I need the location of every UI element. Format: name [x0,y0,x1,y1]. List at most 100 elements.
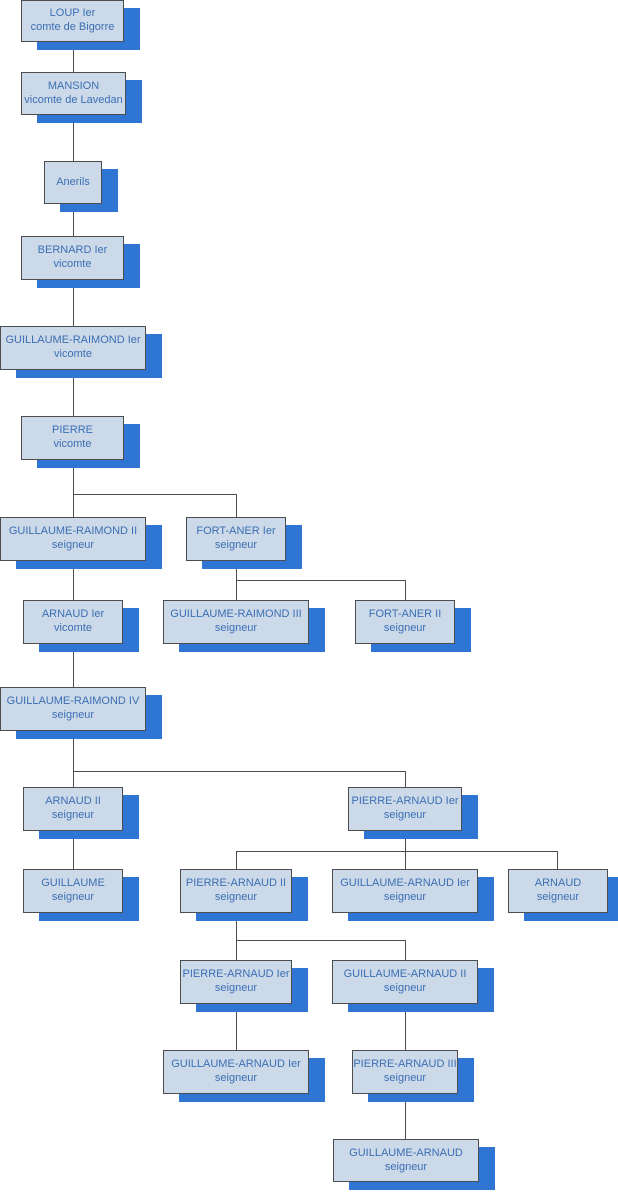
node-name: MANSION [47,79,100,92]
connector-bernard1-to-gr1 [73,280,74,326]
node-title: seigneur [214,622,258,634]
node-name: GUILLAUME-RAIMOND IV [6,695,140,708]
node-title: seigneur [51,539,95,551]
node-title: vicomte de Lavedan [24,93,123,106]
connector-anerils-to-bernard1 [73,204,74,236]
node-title: seigneur [214,891,258,903]
connector-pa2-fork-stem [236,913,237,940]
connector-gr4-fork-stem [73,731,74,771]
connector-pa2-to-pa1b [236,940,237,960]
connector-loup1-to-mansion [73,42,74,72]
node-name: PIERRE-ARNAUD Ier [351,795,459,808]
node-name: GUILLAUME-ARNAUD [349,1146,463,1159]
connector-pa1-to-ga1 [405,851,406,869]
connector-gr4-to-pa1 [405,771,406,787]
node-title: seigneur [383,891,427,903]
node-name: ARNAUD [534,877,582,890]
node-name: PIERRE-ARNAUD III [353,1058,457,1071]
node-title: vicomte [54,348,92,360]
node-title: seigneur [536,891,580,903]
connector-pa2-fork-bar [236,940,405,941]
connector-pa1-fork-stem [405,831,406,851]
node-title: seigneur [51,809,95,821]
node-name: ARNAUD II [45,795,101,808]
connector-gr4-to-arnaud2 [73,771,74,787]
connector-ga2-to-pa3 [405,1004,406,1050]
node-name: GUILLAUME-RAIMOND Ier [5,334,141,347]
node-name: GUILLAUME-RAIMOND II [8,525,138,538]
connector-fa1-to-fa2 [405,580,406,600]
connector-fa1-to-gr3 [236,580,237,600]
node-title: seigneur [214,982,258,994]
connector-mansion-to-anerils [73,115,74,161]
connector-pa1b-to-ga1b [236,1004,237,1050]
connector-pierre-to-gr2 [73,494,74,517]
node-title: vicomte [53,438,92,450]
connector-pa1-to-arnaud [557,851,558,869]
connector-pa3-to-ga [405,1094,406,1139]
node-title: seigneur [383,982,427,994]
connector-fa1-fork-stem [236,561,237,580]
node-name: PIERRE-ARNAUD II [185,877,287,890]
node-name: LOUP Ier [49,7,96,20]
node-title: seigneur [384,1160,428,1173]
node-name: GUILLAUME-ARNAUD Ier [171,1058,301,1071]
node-name: FORT-ANER Ier [196,525,276,538]
connector-pa2-to-ga2 [405,940,406,960]
connector-gr4-fork-bar [73,771,405,772]
node-name: GUILLAUME-ARNAUD Ier [340,877,470,890]
connector-arnaud1-to-gr4 [73,644,74,687]
connector-gr1-to-pierre [73,370,74,416]
connector-pierre-to-fa1 [236,494,237,517]
node-name: PIERRE-ARNAUD Ier [182,968,290,981]
node-title: comte de Bigorre [30,21,115,33]
connector-gr2-to-arnaud1 [73,561,74,600]
connector-fa1-fork-bar [236,580,405,581]
node-title: vicomte [53,258,92,270]
node-title: seigneur [383,1072,427,1084]
connector-pa1-to-pa2 [236,851,237,869]
connector-arnaud2-to-guill [73,831,74,869]
node-name: FORT-ANER II [368,608,442,621]
node-title: seigneur [383,809,427,821]
node-title: seigneur [51,709,95,721]
node-name: Anerils [56,175,90,188]
node-name: GUILLAUME-ARNAUD II [343,968,467,981]
node-title: seigneur [214,1072,258,1084]
node-name: BERNARD Ier [37,244,108,257]
node-name: GUILLAUME-RAIMOND III [170,608,302,621]
node-title: seigneur [51,891,95,903]
connector-pierre-fork-bar [73,494,236,495]
node-anerils[interactable]: Anerils [44,161,102,204]
node-name: GUILLAUME [41,877,105,890]
connector-pa1-fork-bar [236,851,557,852]
node-title: seigneur [383,622,427,634]
node-title: seigneur [214,539,258,551]
connector-pierre-fork-stem [73,460,74,494]
node-title: vicomte [54,622,92,634]
node-name: PIERRE [52,424,93,437]
